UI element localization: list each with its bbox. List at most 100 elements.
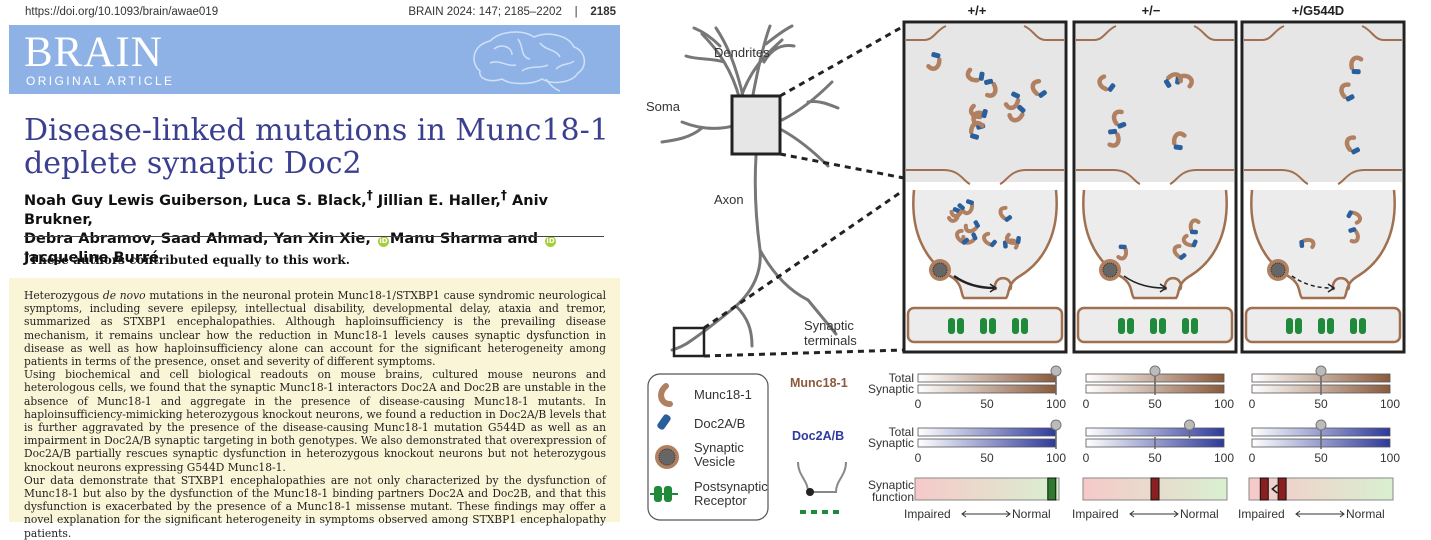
doi-link[interactable]: https://doi.org/10.1093/brain/awae019: [25, 6, 219, 18]
tick-label: 50: [1148, 397, 1162, 411]
function-row-label: Synaptic: [868, 478, 914, 492]
genotype-panel: [1240, 20, 1406, 354]
orcid-icon[interactable]: iD: [377, 235, 389, 247]
function-marker: [1277, 477, 1287, 501]
munc18-icon: [1301, 237, 1316, 250]
contribution-text: These authors contributed equally to thi…: [29, 253, 350, 267]
orcid-icon[interactable]: iD: [545, 235, 557, 247]
soma-cytoplasm: [1244, 24, 1402, 182]
membrane: [1193, 25, 1234, 41]
journal-citation: BRAIN 2024: 147; 2185–2202 | 2185: [408, 6, 616, 18]
munc18-icon: [1172, 244, 1182, 259]
munc18-icon: [1107, 132, 1121, 148]
group-label-doc2: Doc2A/B: [792, 429, 844, 443]
doc2-icon: [978, 71, 985, 81]
author-name: Jillian E. Haller,: [377, 192, 501, 209]
doc2-icon: [1351, 147, 1361, 155]
doc2-icon: [1348, 227, 1357, 233]
munc18-icon: [1181, 233, 1194, 248]
dagger-mark: †: [24, 251, 30, 262]
release-arrow: [1123, 275, 1165, 289]
receptor-icon: [1295, 318, 1302, 334]
abstract-paragraph: Heterozygous de novo mutations in the ne…: [24, 289, 606, 369]
munc18-icon: [1344, 135, 1357, 152]
author-name: Luca S. Black,: [253, 192, 367, 209]
tick-label: 50: [1314, 451, 1328, 465]
tick-label: 100: [1214, 451, 1234, 465]
soma-cytoplasm: [1076, 24, 1234, 182]
doc2-icon: [1011, 91, 1021, 99]
paper-page: https://doi.org/10.1093/brain/awae019 BR…: [0, 0, 630, 540]
doc2-icon: [1179, 253, 1187, 261]
tick-label: 50: [1314, 397, 1328, 411]
bar-row-label: Synaptic: [868, 382, 914, 396]
receptor-icon: [957, 318, 964, 334]
arrow-head-icon: [1159, 283, 1168, 293]
vesicle-core: [1102, 262, 1118, 278]
membrane: [1023, 25, 1064, 41]
doc2-icon: [1015, 236, 1021, 245]
doc2-icon: [957, 203, 965, 211]
arrow-head-icon: [1327, 283, 1336, 293]
munc18-icon: [1007, 112, 1025, 123]
abstract-paragraph: Our data demonstrate that STXBP1 encepha…: [24, 473, 606, 540]
normal-label: Normal: [1012, 507, 1051, 521]
munc18-icon: [963, 223, 979, 234]
article-title: Disease-linked mutations in Munc18-1 dep…: [24, 113, 609, 181]
release-arrow: [1291, 275, 1333, 289]
label-soma: Soma: [646, 99, 681, 114]
impaired-label: Impaired: [1238, 507, 1285, 521]
doc2-icon: [971, 232, 978, 241]
membrane: [1361, 25, 1402, 41]
citation-separator: |: [574, 6, 578, 18]
soma-zoom-box: [730, 94, 782, 156]
impaired-label: Impaired: [904, 507, 951, 521]
receptor-icon: [948, 318, 955, 334]
genotype-panel: [902, 20, 1068, 354]
munc18-icon: [1004, 232, 1018, 245]
fusion-pore: [1163, 276, 1183, 291]
function-bar: [1248, 477, 1394, 501]
membrane: [1076, 169, 1234, 185]
level-bar: [917, 427, 1057, 437]
contribution-note: †These authors contributed equally to th…: [24, 251, 350, 267]
tick-label: 100: [1214, 397, 1234, 411]
release-arrow: [953, 274, 995, 290]
doc2-icon: [1017, 104, 1026, 113]
receptor-icon: [1012, 318, 1019, 334]
membrane: [1244, 25, 1285, 41]
author-list: Noah Guy Lewis Guiberson, Luca S. Black,…: [24, 188, 557, 266]
tick-label: 0: [1083, 397, 1090, 411]
doc2-icon: [1173, 144, 1183, 151]
level-bar: [917, 373, 1057, 383]
doc2-icon: [984, 78, 994, 85]
level-indicator-icon: [1149, 365, 1161, 377]
receptor-icon: [1350, 318, 1357, 334]
receptor-icon: [650, 486, 678, 502]
doc2-icon: [1346, 210, 1353, 219]
level-indicator-icon: [1315, 419, 1327, 431]
doc2-icon: [1191, 239, 1198, 248]
munc18-icon: [984, 81, 998, 98]
abstract-box: [9, 278, 620, 522]
doc2-icon: [1118, 244, 1127, 250]
munc18-icon: [1116, 247, 1128, 261]
tick-label: 100: [1046, 451, 1066, 465]
function-bar: [914, 477, 1060, 501]
range-arrow-icon: [1129, 510, 1179, 518]
legend-doc2-label: Doc2A/B: [694, 416, 745, 431]
doc2-icon: [961, 237, 970, 245]
munc18-icon: [926, 57, 942, 71]
doc2-icon: [1299, 239, 1305, 248]
journal-banner: BRAIN ORIGINAL ARTICLE: [9, 25, 620, 94]
author-name: Saad Ahmad: [160, 230, 263, 247]
tick-label: 0: [1249, 397, 1256, 411]
level-bar: [1085, 427, 1225, 437]
article-type: ORIGINAL ARTICLE: [26, 74, 175, 88]
munc18-icon: [1351, 210, 1363, 225]
munc18-icon: [1339, 82, 1351, 100]
munc18-icon: [658, 383, 673, 407]
